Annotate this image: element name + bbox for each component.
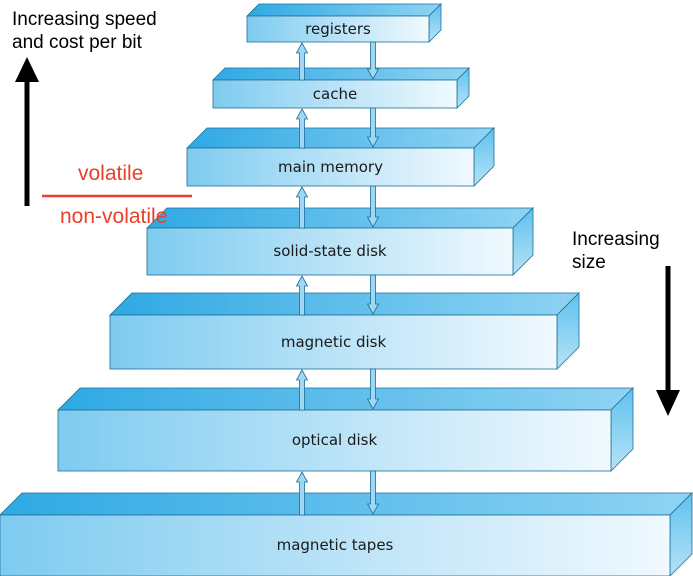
speed-line-1: Increasing speed — [12, 9, 157, 30]
transfer-up-arrow — [295, 186, 309, 229]
size-line-1: Increasing — [572, 229, 660, 250]
level-label: cache — [312, 84, 358, 103]
volatile-label: volatile — [78, 162, 144, 185]
transfer-up-arrow — [295, 42, 309, 81]
transfer-down-arrow — [366, 274, 380, 315]
nonvolatile-label: non-volatile — [60, 205, 168, 228]
level-label: registers — [305, 19, 371, 38]
speed-line-2: and cost per bit — [12, 32, 142, 53]
size-line-2: size — [572, 252, 606, 273]
level-label: main memory — [278, 157, 383, 176]
level-box-cache — [212, 67, 470, 109]
transfer-up-arrow — [295, 369, 309, 411]
level-box-registers — [246, 3, 442, 43]
size-annotation: Increasing size — [572, 228, 660, 274]
level-label: solid-state disk — [273, 242, 387, 261]
transfer-down-arrow — [366, 470, 380, 515]
level-label: magnetic tapes — [276, 536, 394, 555]
transfer-down-arrow — [366, 185, 380, 228]
level-box-optical-disk — [57, 387, 634, 472]
transfer-down-arrow — [366, 41, 380, 80]
level-box-magnetic-disk — [109, 292, 580, 370]
speed-annotation: Increasing speed and cost per bit — [12, 8, 157, 54]
level-box-main-memory — [186, 127, 495, 187]
level-box-magnetic-tapes — [0, 492, 693, 576]
transfer-up-arrow — [295, 108, 309, 149]
transfer-up-arrow — [295, 471, 309, 516]
transfer-down-arrow — [366, 368, 380, 410]
level-label: magnetic disk — [280, 332, 387, 351]
level-label: optical disk — [291, 431, 378, 450]
speed-arrow — [15, 57, 39, 206]
level-box-solid-state-disk — [146, 207, 534, 276]
transfer-down-arrow — [366, 107, 380, 148]
transfer-up-arrow — [295, 275, 309, 316]
size-arrow — [656, 266, 680, 416]
